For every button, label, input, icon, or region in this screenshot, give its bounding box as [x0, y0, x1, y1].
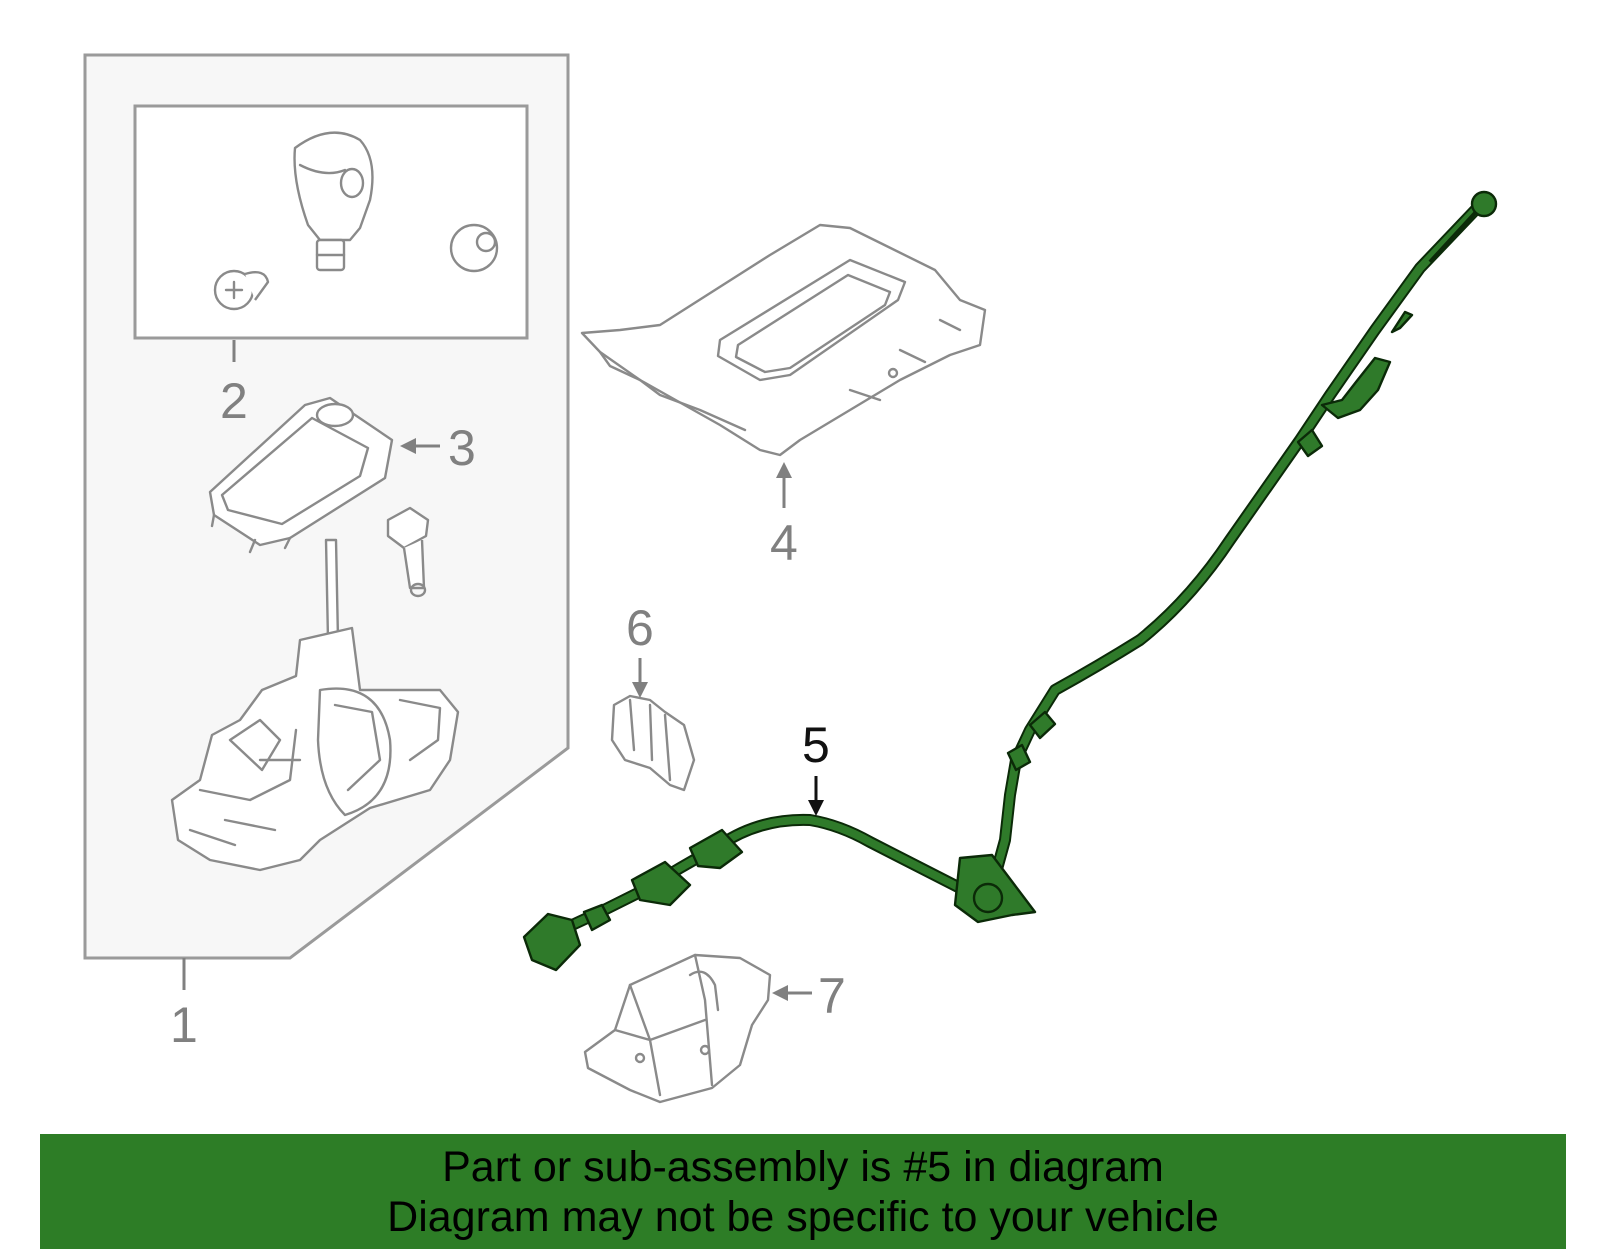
info-banner: Part or sub-assembly is #5 in diagram Di…	[40, 1134, 1566, 1249]
callout-3: 3	[448, 420, 476, 476]
callout-1: 1	[170, 997, 198, 1053]
shift-cable-part	[522, 190, 1498, 972]
leader-3	[400, 438, 440, 454]
callout-2: 2	[220, 373, 248, 429]
bracket-part	[583, 953, 812, 1104]
console-trim-part	[580, 223, 987, 508]
banner-line-2: Diagram may not be specific to your vehi…	[387, 1193, 1219, 1241]
clip-part	[610, 658, 696, 792]
screw-part	[213, 269, 270, 311]
callout-5: 5	[802, 717, 830, 773]
callout-6: 6	[626, 600, 654, 656]
banner-line-1: Part or sub-assembly is #5 in diagram	[442, 1143, 1164, 1191]
bolt-part	[386, 506, 430, 598]
leader-5	[808, 776, 824, 816]
shift-knob-part	[293, 131, 374, 272]
callout-4: 4	[770, 515, 798, 571]
shift-bezel-part	[208, 396, 394, 554]
shifter-base-part	[170, 538, 460, 872]
callout-7: 7	[818, 968, 846, 1024]
cap-part	[449, 223, 499, 273]
